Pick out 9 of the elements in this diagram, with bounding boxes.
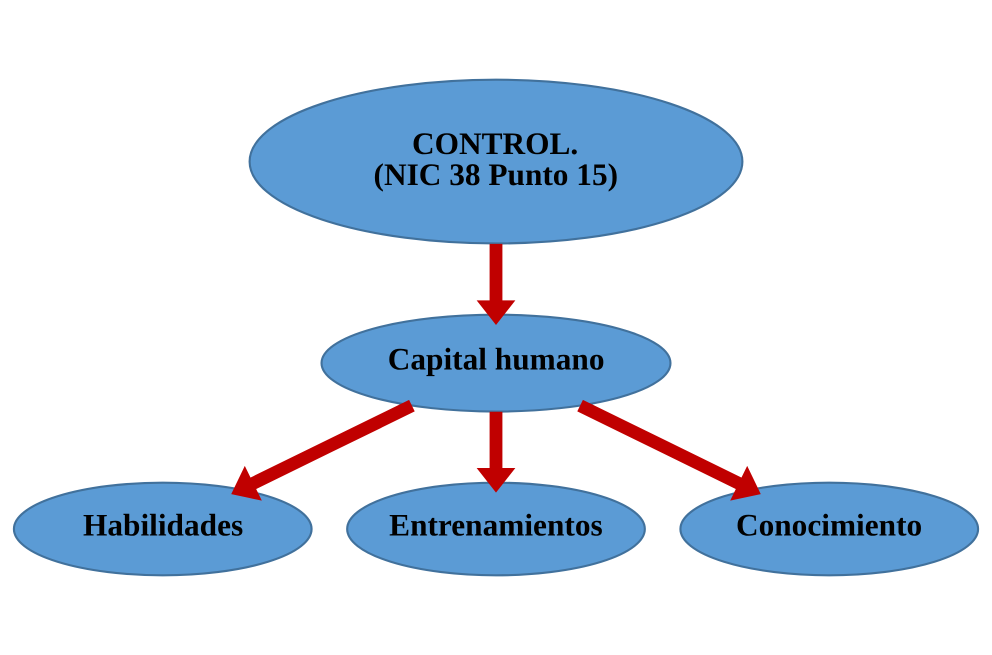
arrow [577, 400, 761, 501]
arrow [476, 412, 516, 493]
node-ellipse: Entrenamientos [346, 482, 646, 576]
node-ellipse: Capital humano [320, 314, 672, 413]
node-ellipse: Habilidades [12, 482, 313, 576]
node-ellipse: Conocimiento [679, 482, 980, 576]
arrow [476, 244, 516, 325]
node-ellipse: CONTROL. (NIC 38 Punto 15) [248, 78, 744, 245]
arrow [231, 400, 415, 501]
